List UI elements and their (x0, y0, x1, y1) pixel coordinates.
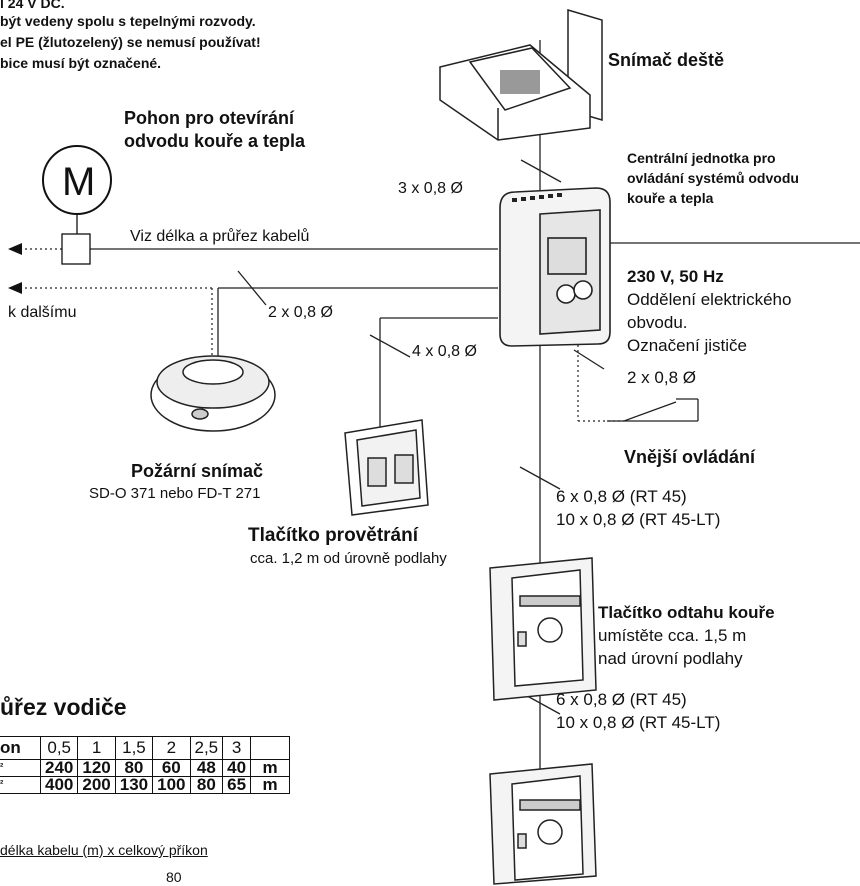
rain-sensor-device (439, 8, 603, 141)
dotted-lines (20, 248, 624, 422)
smoke-button-device (489, 763, 597, 885)
smoke-button-note: nad úrovní podlahy (598, 649, 743, 668)
external-control-label: Vnější ovládání (624, 447, 756, 467)
fire-sensor-device (150, 355, 276, 432)
table-cell: 3 (222, 736, 252, 760)
arrow-left-icon (8, 282, 22, 294)
cable-label-smoke: 6 x 0,8 Ø (RT 45) (556, 487, 687, 506)
table-row: ² 400 200 130 100 80 65 m (0, 776, 291, 794)
motor-letter: M (62, 160, 96, 204)
fire-sensor-models: SD-O 371 nebo FD-T 271 (89, 485, 261, 502)
smoke-button-device (489, 557, 597, 701)
power-label: 230 V, 50 Hz (627, 267, 724, 286)
formula-value: 80 (166, 869, 182, 885)
power-label: Oddělení elektrického (627, 290, 792, 309)
table-cell: 2 (152, 736, 191, 760)
smoke-button-note: umístěte cca. 1,5 m (598, 626, 747, 645)
actuator-title: odvodu kouře a tepla (124, 131, 306, 151)
table-cell: 130 (114, 776, 154, 794)
cable-label-smoke: 6 x 0,8 Ø (RT 45) (556, 690, 687, 709)
table-cell: 80 (114, 759, 154, 777)
table-cell: 1 (77, 736, 116, 760)
table-cell: 0,5 (39, 736, 79, 760)
cable-label-actuator: Viz délka a průřez kabelů (130, 228, 310, 245)
table-cell: m (250, 759, 291, 777)
table-cell: 100 (152, 776, 191, 794)
table-cell: ² (0, 759, 41, 777)
table-cell (250, 736, 291, 760)
cable-label-fire: 2 x 0,8 Ø (268, 304, 333, 321)
vent-button-label: Tlačítko provětrání (248, 525, 418, 546)
table-cell: 60 (152, 759, 191, 777)
note-line: bice musí být označené. (0, 55, 162, 71)
table-row: ² 240 120 80 60 48 40 m (0, 759, 291, 777)
cable-label-smoke: 10 x 0,8 Ø (RT 45-LT) (556, 713, 721, 732)
table-cell: 200 (77, 776, 116, 794)
motor-symbol (42, 145, 112, 265)
cable-label-vent: 4 x 0,8 Ø (412, 343, 477, 360)
central-unit-label: kouře a tepla (627, 190, 714, 206)
cable-label-external: 2 x 0,8 Ø (627, 368, 696, 387)
note-line: l 24 V DC. (0, 0, 65, 11)
central-unit-label: ovládání systémů odvodu (627, 170, 799, 186)
formula-label: délka kabelu (m) x celkový příkon (0, 842, 208, 858)
fire-sensor-label: Požární snímač (131, 461, 264, 481)
table-cell: ² (0, 776, 41, 794)
central-unit-device (499, 187, 611, 347)
smoke-button-label: Tlačítko odtahu kouře (598, 603, 775, 622)
table-cell: 240 (39, 759, 79, 777)
table-cell: 400 (39, 776, 79, 794)
table-cell: 120 (77, 759, 116, 777)
note-line: být vedeny spolu s tepelnými rozvody. (0, 13, 256, 29)
junction-box (61, 233, 91, 265)
table-cell: 65 (222, 776, 252, 794)
cross-section-table: on 0,5 1 1,5 2 2,5 3 ² 240 120 80 60 48 … (0, 736, 291, 794)
vent-button-device (344, 419, 429, 516)
rain-sensor-label: Snímač deště (608, 50, 725, 70)
cross-section-heading: ůřez vodiče (0, 694, 127, 720)
table-cell: m (250, 776, 291, 794)
power-label: Označení jističe (627, 336, 747, 355)
note-line: el PE (žlutozelený) se nemusí používat! (0, 34, 261, 50)
arrow-left-icon (8, 243, 22, 255)
cable-label-rain: 3 x 0,8 Ø (398, 180, 463, 197)
table-cell: 2,5 (189, 736, 224, 760)
power-label: obvodu. (627, 313, 688, 332)
table-cell: on (0, 736, 41, 760)
table-cell: 40 (222, 759, 252, 777)
table-row: on 0,5 1 1,5 2 2,5 3 (0, 736, 291, 760)
table-cell: 1,5 (114, 736, 154, 760)
table-cell: 80 (189, 776, 224, 794)
next-label: k dalšímu (8, 304, 77, 321)
vent-button-note: cca. 1,2 m od úrovně podlahy (250, 550, 447, 567)
central-unit-label: Centrální jednotka pro (627, 150, 776, 166)
cable-label-smoke: 10 x 0,8 Ø (RT 45-LT) (556, 510, 721, 529)
actuator-title: Pohon pro otevírání (124, 108, 295, 128)
table-cell: 48 (189, 759, 224, 777)
